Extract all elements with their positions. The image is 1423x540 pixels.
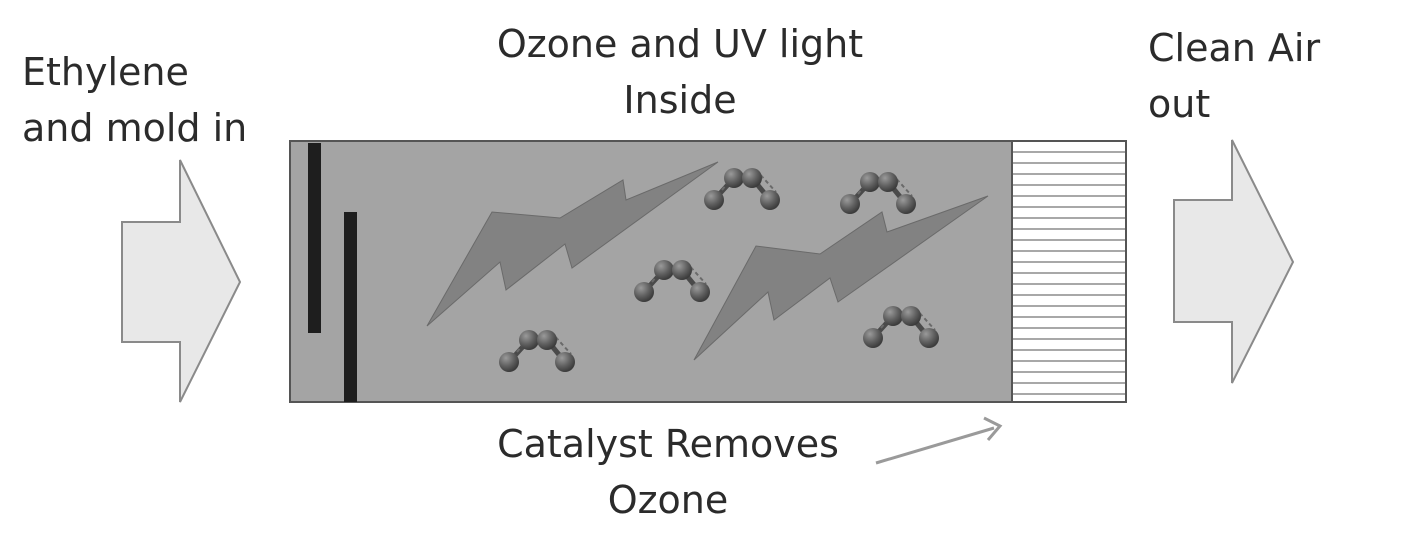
- catalyst-filter: [1011, 140, 1127, 403]
- reaction-chamber: [289, 140, 1013, 403]
- catalyst-pointer-arrow-icon: [875, 416, 1003, 465]
- input-arrow-icon: [121, 159, 242, 403]
- lightning-bolt-icon: [693, 195, 989, 361]
- uv-lamp-1: [308, 143, 321, 333]
- output-label: Clean Air out: [1148, 26, 1321, 126]
- output-arrow-icon: [1173, 139, 1295, 384]
- input-label: Ethylene and mold in: [22, 50, 248, 150]
- chamber-contents-label: Ozone and UV light Inside: [496, 22, 864, 122]
- uv-lamp-2: [344, 212, 357, 402]
- catalyst-label: Catalyst Removes Ozone: [497, 422, 839, 522]
- lightning-bolt-icon: [426, 161, 719, 327]
